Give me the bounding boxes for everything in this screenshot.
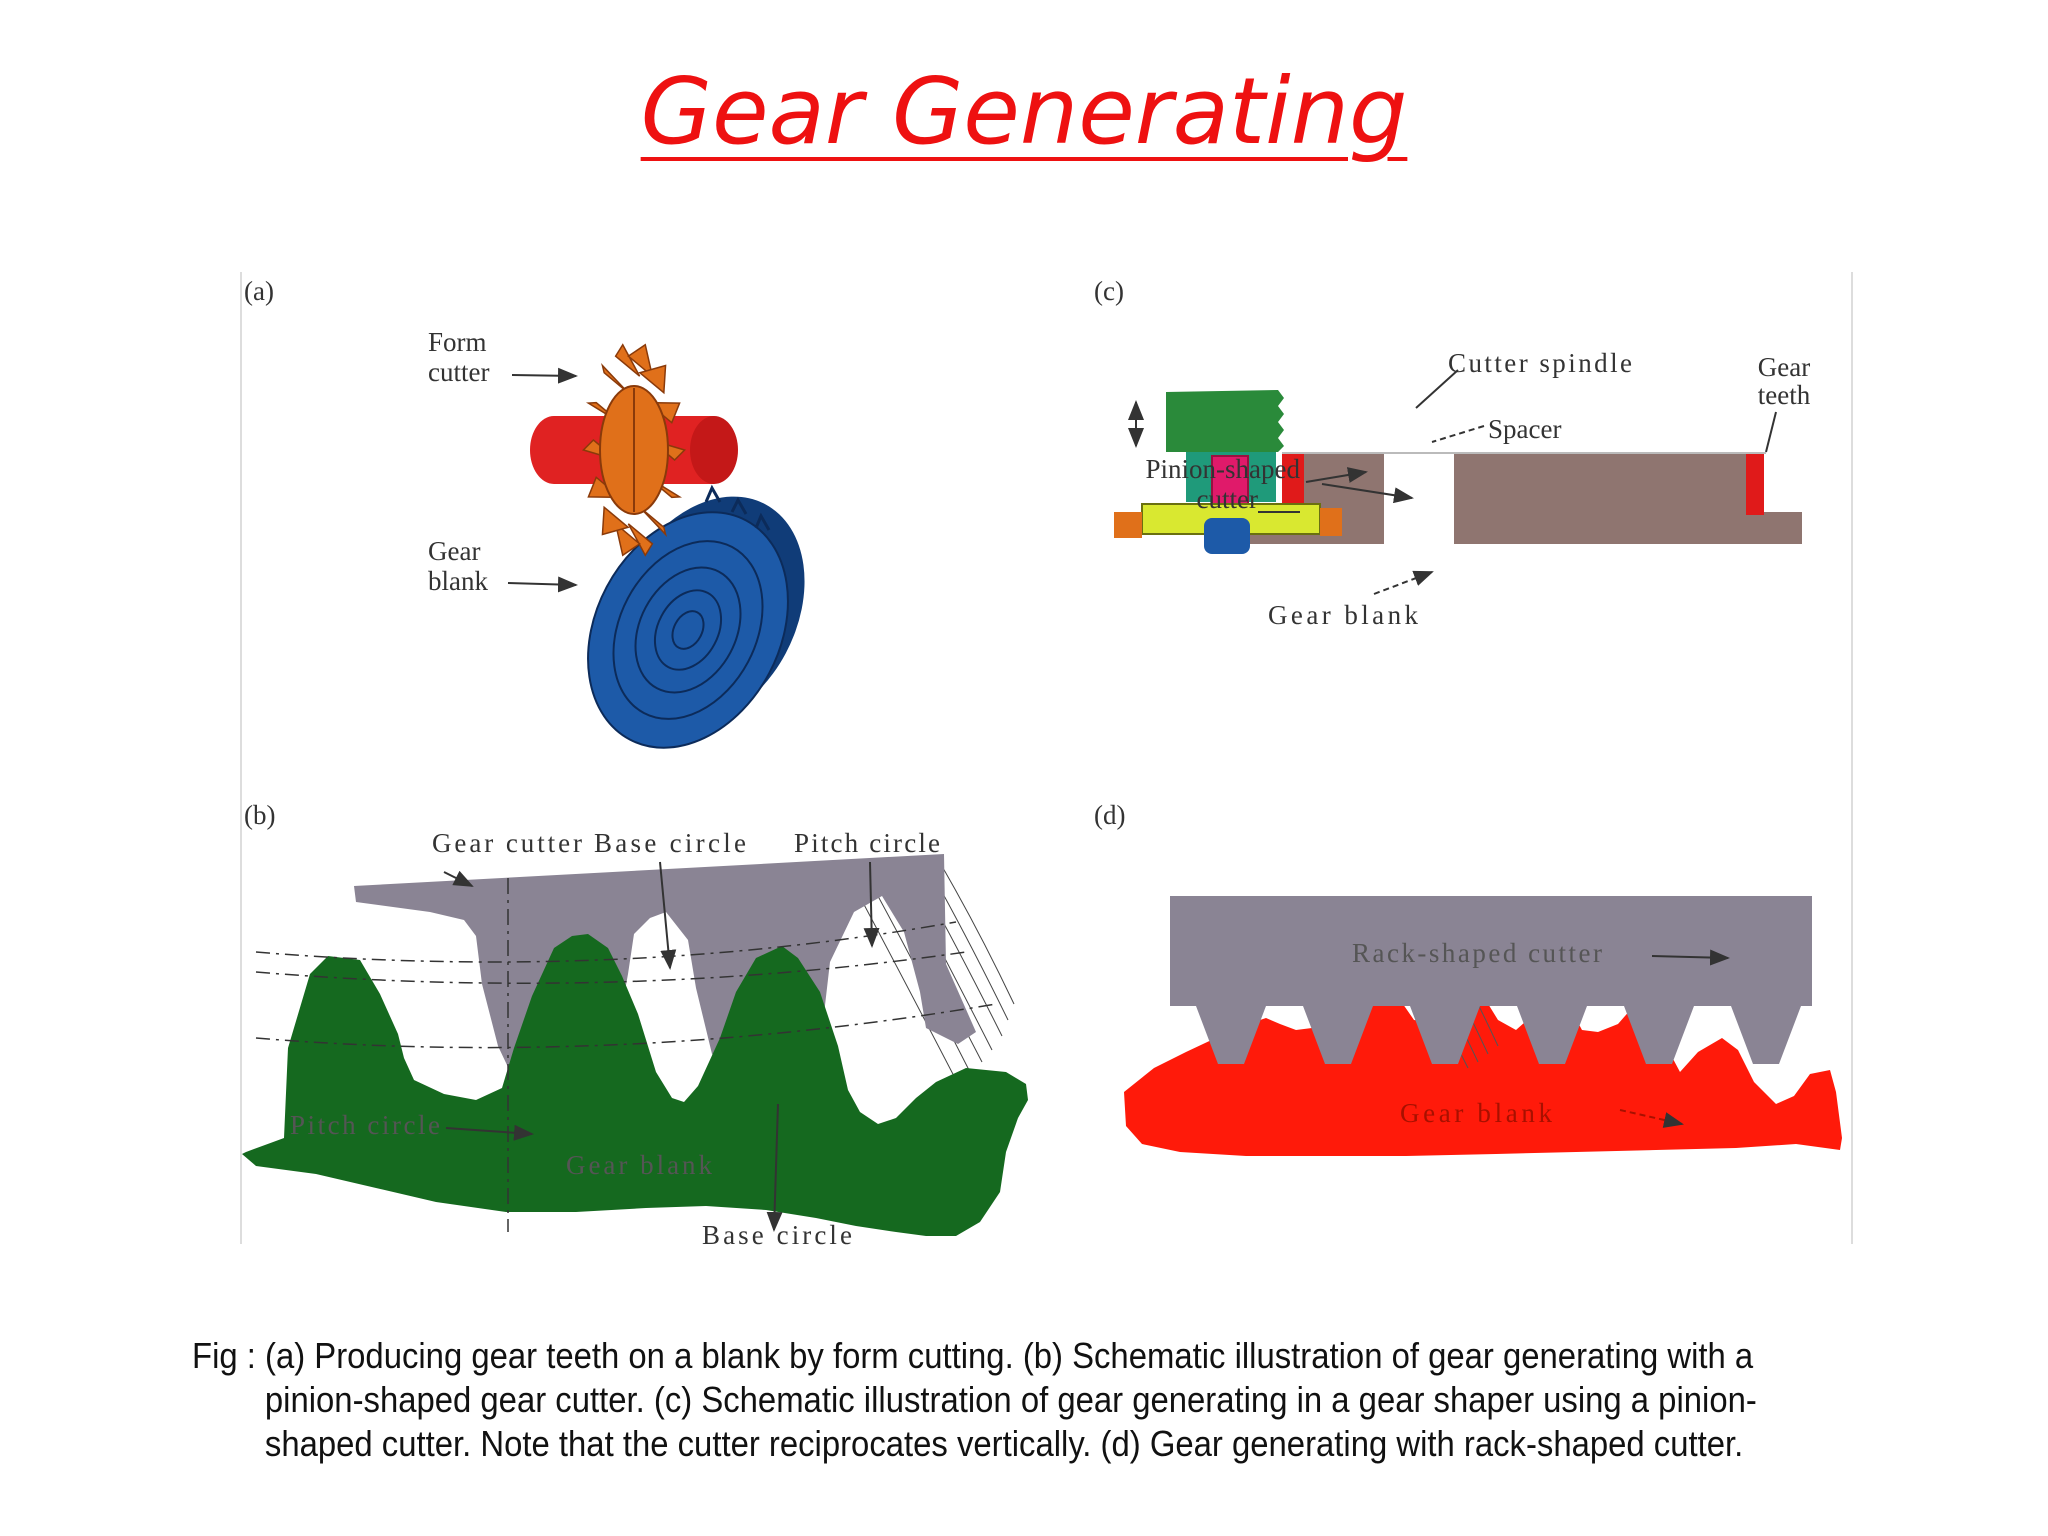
spacer-label: Spacer <box>1488 414 1561 444</box>
cutter-spindle-label: Cutter spindle <box>1448 348 1632 378</box>
gear-blank-d <box>1124 984 1842 1156</box>
figure-caption: Fig : (a) Producing gear teeth on a blan… <box>192 1334 1812 1466</box>
page-title: Gear Generating <box>0 58 2048 165</box>
form-cutter-label-line1: Form <box>428 327 487 357</box>
gear-blank-label-a-line1: Gear <box>428 536 480 566</box>
form-cutter-tooth <box>627 343 654 379</box>
gear-blank-b <box>242 934 1028 1236</box>
panel-b-label: (b) <box>244 800 275 830</box>
pitch-circle-top-label: Pitch circle <box>794 828 940 858</box>
pinion-cutter-label-line1: Pinion-shaped <box>1146 454 1301 484</box>
page-title-text: Gear Generating <box>640 58 1408 165</box>
form-cutter-tooth <box>627 523 654 557</box>
form-cutter-tooth <box>614 343 641 377</box>
form-cutter-label-line2: cutter <box>428 357 489 387</box>
gear-blank-label-a-line2: blank <box>428 566 488 596</box>
gear-teeth-right <box>1746 453 1764 515</box>
panel-b: (b) Gear cutter Base circle Pitch circle <box>242 800 1028 1250</box>
gear-teeth-label-line1: Gear <box>1758 352 1810 382</box>
gear-cutter-b <box>354 854 976 1092</box>
form-cutter-teeth <box>581 343 687 557</box>
gear-blank-label-b: Gear blank <box>566 1150 713 1180</box>
caption-prefix: Fig : <box>192 1335 266 1376</box>
form-cutter <box>530 343 738 557</box>
panel-a-label: (a) <box>244 276 274 306</box>
base-circle-top-label: Base circle <box>594 828 746 858</box>
panel-d: (d) Rack-shaped cutter Gear blank <box>1094 800 1842 1156</box>
panel-a: (a) Form cutter Gear blank <box>244 276 805 749</box>
base-circle-bottom-label: Base circle <box>702 1220 852 1250</box>
form-cutter-tooth <box>601 363 629 394</box>
panel-d-label: (d) <box>1094 800 1125 830</box>
gear-blank-disc <box>587 484 805 749</box>
cutter-spindle <box>1166 390 1284 452</box>
form-cutter-tooth <box>614 521 641 557</box>
panel-c: (c) Cutter spindle Gear teeth Spacer Pin… <box>1094 276 1811 630</box>
form-cutter-tooth <box>639 506 667 537</box>
caption-text: (a) Producing gear teeth on a blank by f… <box>264 1335 1757 1464</box>
spacer-block <box>1211 455 1249 505</box>
gear-blank-label-c: Gear blank <box>1268 600 1419 630</box>
gear-teeth-left <box>1282 453 1304 515</box>
spindle-nut <box>1204 518 1250 554</box>
form-cutter-tooth <box>601 505 630 536</box>
gear-generating-figure: (a) Form cutter Gear blank (c) <box>240 272 1853 1250</box>
form-cutter-tooth <box>638 364 667 395</box>
rack-cutter-label: Rack-shaped cutter <box>1352 938 1602 968</box>
pinion-cutter-label-line2: cutter <box>1197 484 1258 514</box>
gear-blank-c <box>1244 453 1802 544</box>
panel-c-label: (c) <box>1094 276 1124 306</box>
gear-teeth-label-line2: teeth <box>1758 380 1811 410</box>
rack-cutter <box>1170 896 1812 1064</box>
gear-cutter-label: Gear cutter <box>432 828 582 858</box>
